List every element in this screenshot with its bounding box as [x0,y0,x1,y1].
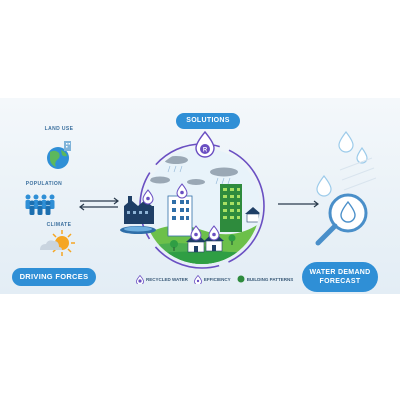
legend-recycled-water: RECYCLED WATER [136,274,188,284]
climate-label: CLIMATE [46,222,72,228]
building-patterns-dot-icon [237,275,245,283]
legend-recycled-label: RECYCLED WATER [146,276,188,282]
legend: RECYCLED WATER EFFICIENCY BUILDING PATTE… [136,273,296,285]
recycled-water-drop-icon: R [195,130,215,158]
land-use-label: LAND USE [44,126,74,132]
forecast-line-2: FORECAST [319,278,361,285]
legend-efficiency-label: EFFICIENCY [203,276,231,282]
legend-efficiency: EFFICIENCY [194,274,231,284]
sun-cloud-icon [40,230,75,256]
water-demand-forecast-label: WATER DEMAND FORECAST [302,262,378,292]
people-icon [25,194,55,215]
legend-building-patterns: BUILDING PATTERNS [237,275,294,283]
efficiency-drop-icon [142,183,220,241]
efficiency-icon [194,274,202,284]
right-arrow [278,200,319,208]
driving-forces-label: DRIVING FORCES [12,268,96,286]
water-drops-icon [316,131,377,197]
population-label: POPULATION [25,181,63,187]
recycled-drop-icon [136,274,144,284]
forecast-line-1: WATER DEMAND [309,269,371,276]
building-icon [220,184,242,232]
bidirectional-arrow [79,197,119,211]
solutions-label: SOLUTIONS [176,113,240,129]
recycled-glyph: R [203,148,208,154]
globe-icon [47,141,71,169]
legend-building-label: BUILDING PATTERNS [246,276,294,282]
solutions-circle: R [120,130,265,269]
factory-icon [120,196,156,234]
magnifier-icon [315,193,368,246]
